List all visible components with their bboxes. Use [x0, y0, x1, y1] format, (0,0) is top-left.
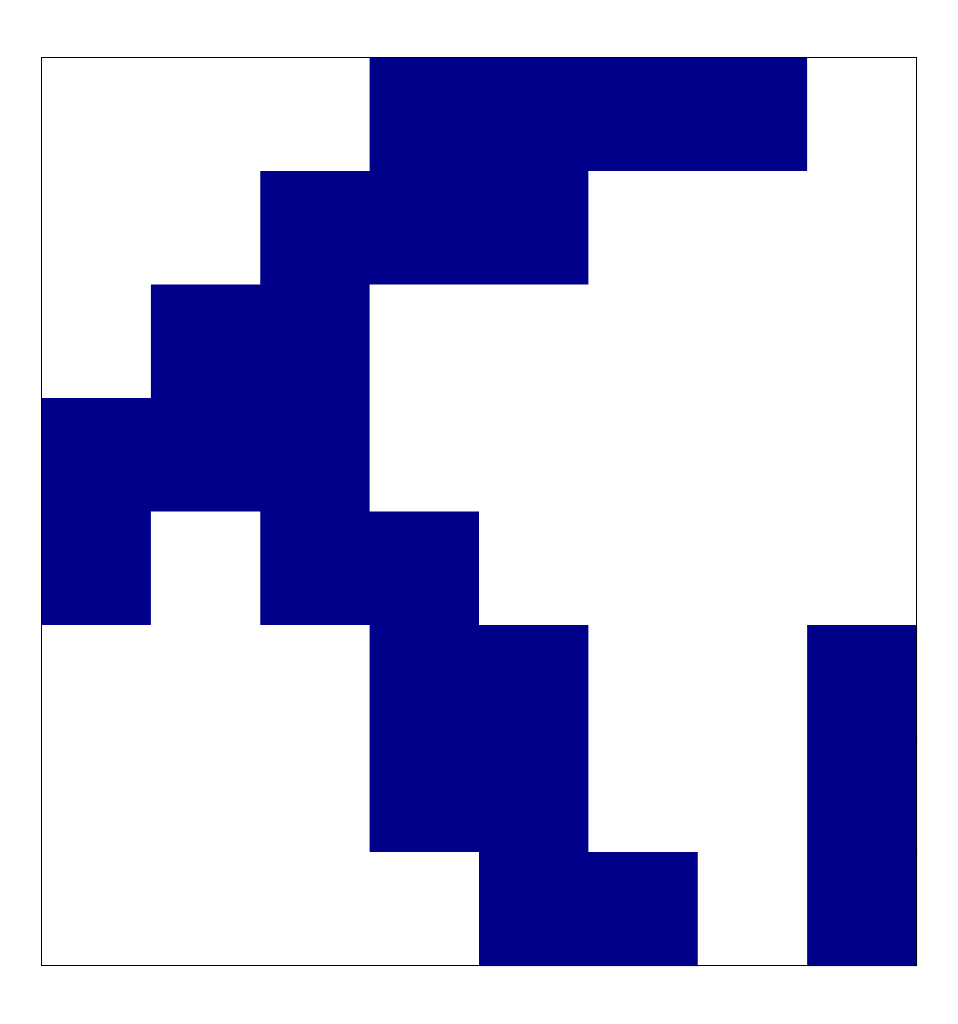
empty-cell — [479, 511, 589, 626]
filled-cell — [260, 171, 371, 286]
empty-cell — [41, 738, 152, 853]
filled-cell — [369, 57, 480, 172]
empty-cell — [588, 625, 699, 740]
empty-cell — [697, 738, 808, 853]
empty-cell — [260, 852, 371, 967]
empty-cell — [807, 398, 918, 513]
filled-cell — [150, 284, 261, 399]
empty-cell — [807, 511, 918, 626]
filled-cell — [369, 171, 480, 286]
empty-cell — [41, 852, 152, 967]
empty-cell — [150, 57, 261, 172]
filled-cell — [807, 625, 918, 740]
empty-cell — [41, 625, 152, 740]
empty-cell — [260, 738, 371, 853]
filled-cell — [479, 625, 589, 740]
filled-cell — [697, 57, 808, 172]
empty-cell — [588, 398, 699, 513]
filled-cell — [41, 398, 152, 513]
empty-cell — [479, 398, 589, 513]
empty-cell — [41, 57, 152, 172]
empty-cell — [479, 284, 589, 399]
empty-cell — [150, 625, 261, 740]
filled-cell — [479, 57, 589, 172]
grid-cells — [41, 57, 918, 967]
filled-cell — [260, 511, 371, 626]
empty-cell — [697, 398, 808, 513]
empty-cell — [588, 171, 699, 286]
filled-cell — [369, 511, 480, 626]
filled-cell — [479, 738, 589, 853]
empty-cell — [369, 284, 480, 399]
empty-cell — [807, 171, 918, 286]
empty-cell — [588, 511, 699, 626]
filled-cell — [369, 738, 480, 853]
filled-cell — [41, 511, 152, 626]
empty-cell — [697, 511, 808, 626]
empty-cell — [150, 511, 261, 626]
filled-cell — [807, 738, 918, 853]
filled-cell — [369, 625, 480, 740]
empty-cell — [41, 284, 152, 399]
empty-cell — [260, 625, 371, 740]
empty-cell — [150, 852, 261, 967]
filled-cell — [150, 398, 261, 513]
empty-cell — [697, 625, 808, 740]
filled-cell — [479, 171, 589, 286]
empty-cell — [588, 284, 699, 399]
empty-cell — [697, 171, 808, 286]
grid-border — [41, 57, 917, 966]
filled-cell — [807, 852, 918, 967]
filled-cell — [588, 852, 699, 967]
filled-cell — [479, 852, 589, 967]
empty-cell — [807, 57, 918, 172]
empty-cell — [260, 57, 371, 172]
empty-cell — [369, 398, 480, 513]
empty-cell — [150, 171, 261, 286]
empty-cell — [807, 284, 918, 399]
empty-cell — [41, 171, 152, 286]
empty-cell — [369, 852, 480, 967]
empty-cell — [588, 738, 699, 853]
filled-cell — [588, 57, 699, 172]
empty-cell — [697, 852, 808, 967]
filled-cell — [260, 284, 371, 399]
empty-cell — [697, 284, 808, 399]
filled-cell — [260, 398, 371, 513]
empty-cell — [150, 738, 261, 853]
